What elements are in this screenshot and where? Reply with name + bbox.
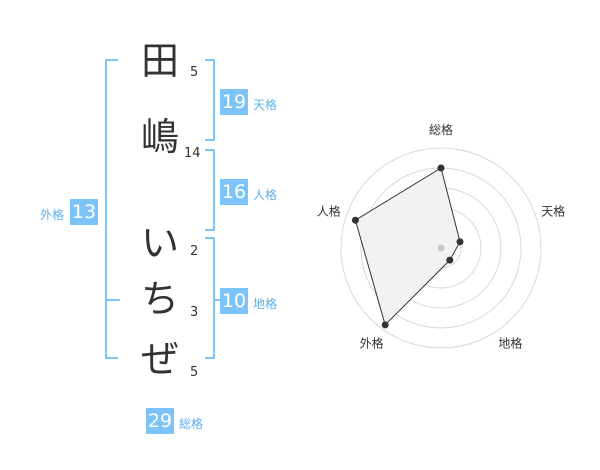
radar-point-2 bbox=[456, 238, 464, 246]
radar-point-4 bbox=[381, 321, 389, 329]
tenkaku-value: 19 bbox=[220, 89, 248, 115]
jinkaku-value: 16 bbox=[220, 179, 248, 205]
tenkaku-bracket bbox=[205, 59, 215, 141]
chikaku-value: 10 bbox=[220, 288, 248, 314]
gaikaku-label: 外格 bbox=[40, 208, 65, 222]
jinkaku-bracket bbox=[205, 149, 215, 231]
stroke-count-2: 14 bbox=[184, 146, 201, 161]
name-char-4: ち bbox=[140, 277, 179, 321]
radar-ring-5 bbox=[340, 147, 542, 349]
radar-axis-label-4: 外格 bbox=[360, 335, 384, 350]
stroke-count-1: 5 bbox=[190, 65, 199, 80]
gaikaku-value: 13 bbox=[70, 199, 98, 225]
radar-axis-label-2: 天格 bbox=[541, 204, 565, 219]
stroke-count-3: 2 bbox=[190, 244, 199, 259]
name-char-2: 嶋 bbox=[140, 115, 179, 159]
soukaku-label: 総格 bbox=[179, 417, 204, 431]
name-char-3: い bbox=[140, 221, 179, 265]
chikaku-bracket bbox=[205, 237, 215, 359]
soukaku-value: 29 bbox=[146, 408, 174, 434]
gaikaku-bracket bbox=[105, 59, 118, 359]
radar-center-dot bbox=[437, 244, 445, 252]
radar-point-3 bbox=[446, 256, 454, 264]
radar-point-5 bbox=[351, 216, 359, 224]
radar-axis-label-3: 地格 bbox=[498, 335, 522, 350]
radar-axis-label-5: 人格 bbox=[317, 204, 341, 219]
radar-axis-label-1: 総格 bbox=[429, 122, 453, 137]
radar-point-1 bbox=[437, 164, 445, 172]
stroke-count-5: 5 bbox=[190, 365, 199, 380]
radar-area bbox=[354, 167, 461, 326]
tenkaku-label: 天格 bbox=[253, 98, 278, 112]
bracket-lines bbox=[105, 59, 220, 359]
name-char-5: ぜ bbox=[140, 337, 179, 381]
name-char-1: 田 bbox=[140, 39, 179, 83]
radar-points bbox=[351, 164, 464, 329]
chikaku-label: 地格 bbox=[253, 297, 278, 311]
stroke-count-4: 3 bbox=[190, 305, 199, 320]
jinkaku-label: 人格 bbox=[253, 188, 278, 202]
